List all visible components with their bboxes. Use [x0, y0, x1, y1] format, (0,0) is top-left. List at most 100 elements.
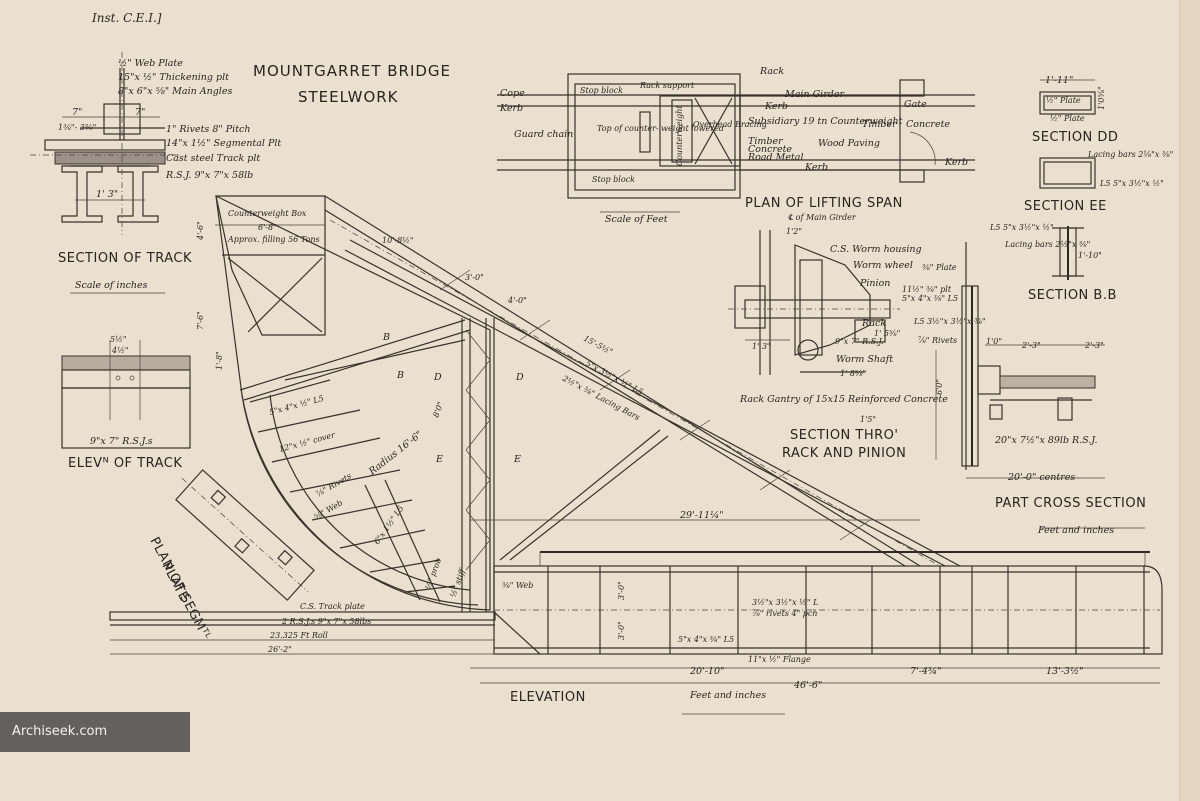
section-bb-drawing	[1052, 226, 1084, 280]
rp-d15: 1' 5⅝"	[874, 329, 900, 338]
label-etrack-d2: 4½"	[111, 346, 129, 355]
elevation-title: ELEVATION	[510, 690, 586, 705]
rp-worm-housing: C.S. Worm housing	[830, 244, 922, 255]
section-track-scale: Scale of inches	[75, 280, 148, 291]
elev-d1332: 13'-3½"	[1046, 666, 1084, 677]
label-counterweight: Counterweight	[675, 105, 684, 166]
label-rack: Rack	[759, 66, 784, 77]
plan-segmental-plate	[175, 469, 315, 601]
pcs-plt: 11½" ⅜" plt	[902, 285, 952, 294]
label-stop-block-bottom: Stop block	[592, 175, 635, 184]
section-of-track	[30, 52, 180, 235]
label-web-plate: ½" Web Plate	[118, 58, 183, 69]
elev-cw-dim: 6'-8"	[258, 223, 277, 232]
elev-sl: 3½"x 3½"x ½" L	[752, 598, 818, 607]
elev-d30v: 3'-0"	[617, 581, 626, 600]
rp-worm-wheel: Worm wheel	[853, 260, 913, 271]
pcs-rivets: ⅞" Rivets	[918, 336, 957, 345]
label-rivets: 1" Rivets 8" Pitch	[166, 124, 250, 135]
rp-gantry: Rack Gantry of 15x15 Reinforced Concrete	[739, 394, 948, 405]
bb-height: 1'-10"	[1078, 251, 1102, 260]
rp-main-girder: ℄ of Main Girder	[788, 213, 857, 222]
elevation-of-track	[61, 340, 191, 449]
label-concrete: Concrete	[748, 144, 792, 155]
elevation-scale: Feet and inches	[689, 690, 766, 701]
elev-d46: 4'-6"	[196, 221, 205, 241]
section-bb-title: SECTION B.B	[1028, 288, 1117, 303]
elev-track-plate: C.S. Track plate	[300, 602, 365, 611]
pcs-d10: 1'0"	[986, 337, 1002, 346]
elev-d18: 1'-8"	[215, 351, 224, 370]
label-rsj: R.S.J. 9"x 7"x 58lb	[165, 170, 253, 181]
label-subsidiary: Subsidiary 19 tn Counterweight	[748, 116, 903, 127]
rp-d12: 1'2"	[786, 227, 802, 236]
label-wood-paving: Wood Paving	[818, 138, 880, 149]
elev-e1: E	[435, 454, 443, 465]
label-dim-7b: 7"	[135, 107, 145, 118]
section-ee-title: SECTION EE	[1024, 199, 1107, 214]
label-main-angles: 8"x 6"x ⅝" Main Angles	[118, 86, 232, 97]
plan-lifting-span	[497, 73, 975, 213]
pcs-d60: 6'0"	[935, 379, 944, 395]
sheet-reference: Inst. C.E.I.]	[91, 11, 162, 25]
elev-d2010: 20'-10"	[689, 666, 724, 677]
dd-height: 1'0⅝"	[1097, 86, 1106, 110]
pcs-l5: L5 3½"x 3½"x ⅜"	[913, 317, 986, 326]
rp-d13: 1' 3"	[752, 342, 771, 351]
rack-pinion-title-2: RACK AND PINION	[782, 446, 906, 461]
pcs-plate: ⅜" Plate	[922, 263, 957, 272]
label-top-counterweight: Top of counter- weight lowered	[597, 124, 724, 133]
ee-angles: L5 5"x 3½"x ½"	[1099, 179, 1164, 188]
pcs-rsj: 20"x 7½"x 89lb R.S.J.	[994, 435, 1098, 446]
label-rack-support: Rack support	[639, 81, 695, 90]
elev-cw-fill: Approx. filling 56 Tons	[227, 235, 320, 244]
label-stop-block-top: Stop block	[580, 86, 623, 95]
elev-rsjs: 2 R.S.J.s 9"x 7"x 58lbs	[281, 617, 371, 626]
section-dd-drawing	[1039, 79, 1096, 115]
label-timber-right: Timber	[862, 119, 898, 130]
elev-d30: 3'-0"	[465, 273, 484, 282]
elev-d744: 7'-4¾"	[910, 666, 942, 677]
elev-d466: 46'-6"	[793, 680, 822, 691]
label-span: 1' 3"	[96, 189, 118, 200]
label-etrack-d1: 5½"	[110, 335, 127, 344]
pcs-angles: 5"x 4"x ⅜" L5	[902, 294, 958, 303]
label-track-plate: Cast steel Track plt	[166, 153, 260, 164]
rp-d15b: 1'5"	[860, 415, 876, 424]
elev-roll: 23.325 Ft Roll	[269, 631, 328, 640]
elev-d76: 7'-6"	[196, 311, 205, 330]
label-guard-chain: Guard chain	[514, 129, 573, 140]
lifting-span-scale: Scale of Feet	[605, 214, 668, 225]
pcs-d23a: 2'-3"	[1021, 341, 1041, 350]
part-cross-title: PART CROSS SECTION	[995, 496, 1146, 511]
ee-lacing: Lacing bars 2⅛"x ⅜"	[1087, 150, 1173, 159]
elev-b1: B	[382, 332, 390, 343]
rp-rsj: 9"x 7" R.S.J.	[835, 337, 884, 346]
label-kerb-right: Kerb	[944, 157, 968, 168]
label-road-metal: Road Metal	[747, 152, 804, 163]
elev-webr: ⅜" Web	[502, 581, 533, 590]
elev-d30v2: 3'-0"	[617, 621, 626, 640]
elev-riv4: ⅞" rivets 4" pch	[752, 609, 818, 618]
label-etrack-rsj: 9"x 7" R.S.J.s	[90, 436, 153, 447]
section-track-title: SECTION OF TRACK	[58, 251, 192, 266]
rack-pinion-title: SECTION THRO'	[790, 428, 898, 443]
part-cross-scale: Feet and inches	[1037, 525, 1114, 536]
drawing-title: MOUNTGARRET BRIDGE	[253, 62, 451, 80]
label-concrete-right: Concrete	[906, 119, 950, 130]
drawing-subtitle: STEELWORK	[298, 88, 399, 106]
rp-rack: Rack	[861, 318, 886, 329]
elev-d262: 26'-2"	[267, 645, 292, 654]
section-ee-drawing	[1039, 157, 1096, 189]
elev-flange: 11"x ½" Flange	[748, 655, 811, 664]
elev-d2911: 29'-11¼"	[679, 510, 724, 521]
watermark-badge: Archiseek.com	[0, 712, 190, 752]
label-overhead-bracing: Overhead Bracing	[693, 120, 767, 129]
pcs-centres: 20'-0" centres	[1007, 472, 1075, 483]
rp-d183: 1' 8⅝"	[840, 369, 866, 378]
part-cross-section-drawing	[935, 242, 1145, 529]
bb-lacing: Lacing bars 2½"x ⅜"	[1004, 240, 1090, 249]
elev-d1082: 10'-8½"	[382, 236, 414, 245]
